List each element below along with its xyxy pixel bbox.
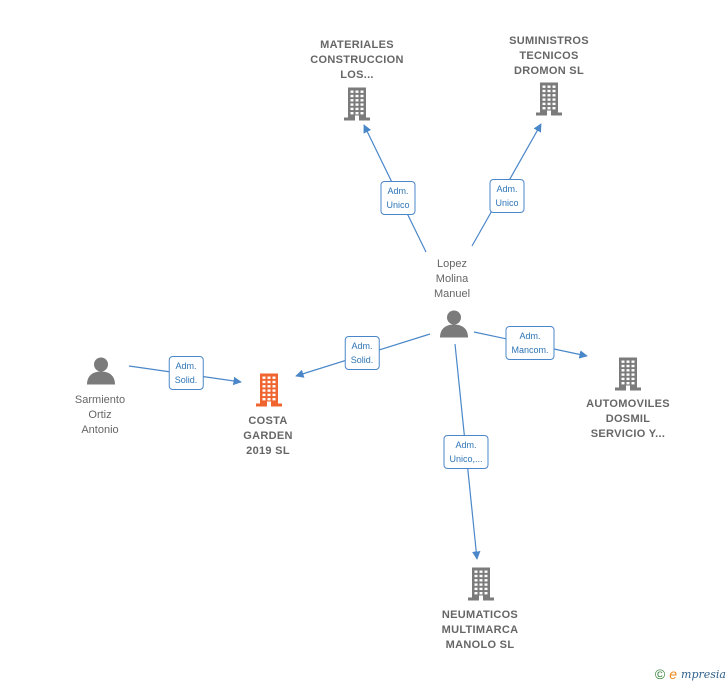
company-building-icon[interactable] [466, 566, 496, 607]
company-building-icon[interactable] [613, 356, 643, 397]
person-icon[interactable] [439, 309, 469, 344]
company-name-neumaticos[interactable]: NEUMATICOS MULTIMARCA MANOLO SL [441, 609, 519, 651]
brand-logo-initial: e [669, 666, 678, 682]
role-label-lopez-suministros: Adm. Unico [489, 179, 525, 213]
company-name-materiales[interactable]: MATERIALES CONSTRUCCION LOS... [310, 39, 404, 81]
role-label-lopez-automoviles: Adm. Mancom. [505, 326, 555, 360]
person-icon[interactable] [86, 356, 116, 391]
role-label-lopez-costa: Adm. Solid. [344, 336, 380, 370]
focus-company-building-icon[interactable] [254, 372, 284, 413]
company-name-suministros[interactable]: SUMINISTROS TECNICOS DROMON SL [509, 35, 589, 77]
role-label-sarmiento-costa: Adm. Solid. [168, 356, 204, 390]
role-label-lopez-materiales: Adm. Unico [380, 181, 416, 215]
copyright-icon: © [654, 666, 666, 682]
brand-logo-text: mpresia [681, 667, 726, 681]
company-building-icon[interactable] [342, 86, 372, 127]
person-name-lopez[interactable]: Lopez Molina Manuel [433, 258, 471, 300]
company-building-icon[interactable] [534, 81, 564, 122]
company-name-costa[interactable]: COSTA GARDEN 2019 SL [243, 415, 293, 457]
role-label-lopez-neumaticos: Adm. Unico,... [443, 435, 489, 469]
person-name-sarmiento[interactable]: Sarmiento Ortiz Antonio [74, 394, 126, 436]
company-name-automoviles[interactable]: AUTOMOVILES DOSMIL SERVICIO Y... [586, 398, 670, 440]
